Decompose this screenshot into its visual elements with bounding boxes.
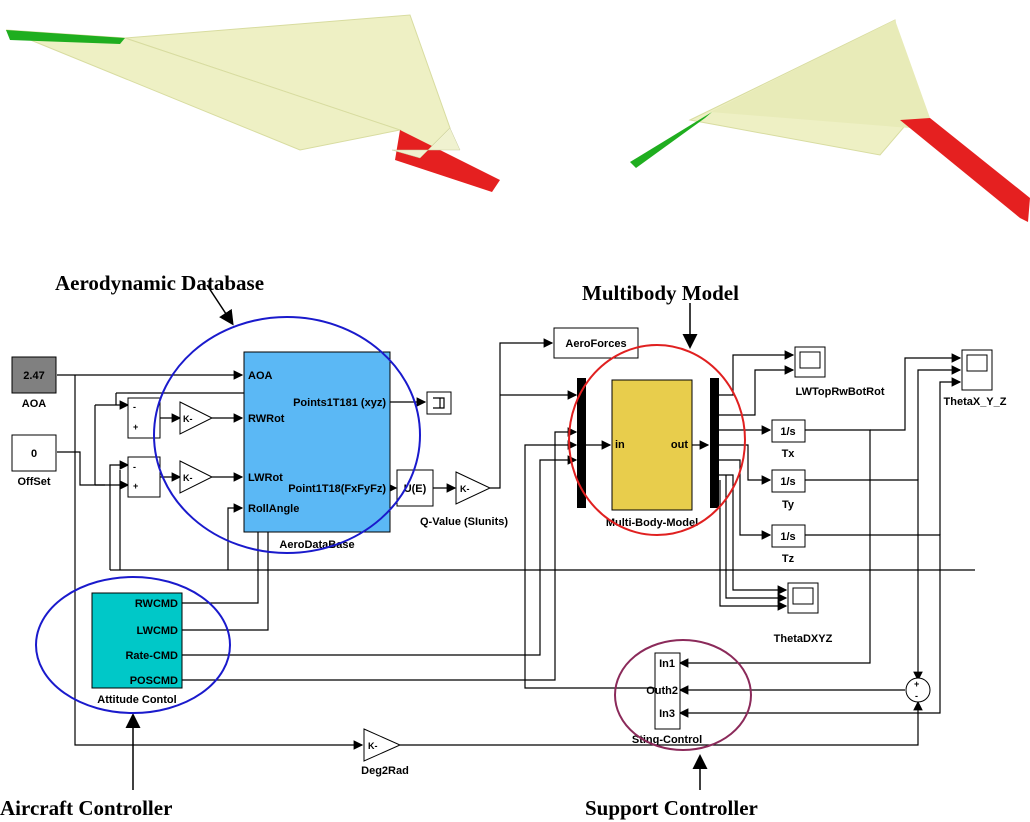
mbm-out-label: out xyxy=(671,439,688,451)
q-value-gain-block[interactable]: K- Q-Value (SIunits) xyxy=(420,471,508,528)
selector-label: U(E) xyxy=(404,483,427,495)
selector-block[interactable]: U(E) xyxy=(396,469,434,507)
wing-illustration-right xyxy=(630,19,1030,222)
sting-control-block[interactable]: In1 Outh2 In3 Sting-Control xyxy=(632,652,702,746)
aerodatabase-block[interactable]: AOA RWRot LWRot RollAngle Points1T181 (x… xyxy=(243,351,391,551)
integrator-tx-caption: Tx xyxy=(782,448,796,460)
scope-thetad-block[interactable]: ThetaDXYZ xyxy=(774,582,833,645)
attitude-caption: Attitude Contol xyxy=(97,694,176,706)
offset-caption: OffSet xyxy=(18,476,51,488)
aerodb-out-points: Points1T181 (xyz) xyxy=(293,397,386,409)
sum2-plus: + xyxy=(133,481,138,491)
terminator-block[interactable] xyxy=(426,391,452,415)
deg2rad-gain-block[interactable]: K- Deg2Rad xyxy=(361,728,409,777)
integrator-tx-label: 1/s xyxy=(780,426,795,438)
scope-theta-caption: ThetaX_Y_Z xyxy=(944,396,1007,408)
scope-lw-block[interactable]: LWTopRwBotRot xyxy=(794,346,885,398)
sum3-minus: - xyxy=(915,691,918,701)
gain-block-2[interactable]: K- xyxy=(179,460,214,494)
sum2-minus: - xyxy=(133,462,136,472)
scope-thetad-caption: ThetaDXYZ xyxy=(774,633,833,645)
integrator-tx-block[interactable]: 1/s Tx xyxy=(771,419,806,460)
sting-port-in1: In1 xyxy=(659,658,675,670)
sum1-plus: + xyxy=(133,422,138,432)
aero-db-annotation: Aerodynamic Database xyxy=(55,271,264,295)
aerodb-out-forces: Point1T18(FxFyFz) xyxy=(288,483,386,495)
offset-value: 0 xyxy=(31,448,37,460)
aoa-caption: AOA xyxy=(22,398,47,410)
aeroforces-block[interactable]: AeroForces xyxy=(553,327,639,359)
aerodb-in-lwrot: LWRot xyxy=(248,472,283,484)
aoa-value: 2.47 xyxy=(23,370,44,382)
gain2-label: K- xyxy=(183,473,193,483)
multibody-annotation: Multibody Model xyxy=(582,281,739,305)
aero-db-arrow xyxy=(206,284,234,326)
signal-wires xyxy=(57,338,975,750)
deg2rad-gain-label: K- xyxy=(368,741,378,751)
aerodb-caption: AeroDataBase xyxy=(279,539,354,551)
sum-block-2[interactable]: - + xyxy=(127,456,161,498)
aoa-constant-block[interactable]: 2.47 AOA xyxy=(11,356,57,410)
integrator-ty-label: 1/s xyxy=(780,476,795,488)
deg2rad-caption: Deg2Rad xyxy=(361,765,409,777)
aircraft-controller-annotation: Aircraft Controller xyxy=(0,796,172,820)
attitude-port-poscmd: POSCMD xyxy=(130,675,178,687)
multibody-model-block[interactable]: in out Multi-Body-Model xyxy=(577,378,719,529)
sum-block-3[interactable]: + - xyxy=(905,677,931,703)
integrator-ty-block[interactable]: 1/s Ty xyxy=(771,469,806,511)
aero-db-highlight xyxy=(153,316,421,554)
support-controller-annotation: Support Controller xyxy=(585,796,758,820)
aerodb-in-rollangle: RollAngle xyxy=(248,503,299,515)
scope-theta-block[interactable]: ThetaX_Y_Z xyxy=(944,349,1007,408)
qvalue-caption: Q-Value (SIunits) xyxy=(420,516,508,528)
qvalue-gain-label: K- xyxy=(460,484,470,494)
integrator-tz-caption: Tz xyxy=(782,553,795,565)
multibody-highlight xyxy=(568,344,746,536)
integrator-ty-caption: Ty xyxy=(782,499,795,511)
aircraft-controller-highlight xyxy=(35,576,231,714)
sting-port-in3: In3 xyxy=(659,708,675,720)
mbm-in-label: in xyxy=(615,439,625,451)
mbm-caption: Multi-Body-Model xyxy=(606,517,698,529)
sum1-minus: - xyxy=(133,402,136,412)
support-controller-highlight xyxy=(614,639,752,751)
gain1-label: K- xyxy=(183,414,193,424)
attitude-port-lwcmd: LWCMD xyxy=(136,625,178,637)
aerodb-in-aoa: AOA xyxy=(248,370,273,382)
aerodb-in-rwrot: RWRot xyxy=(248,413,285,425)
scope-lw-caption: LWTopRwBotRot xyxy=(796,386,885,398)
wing-illustration-left xyxy=(5,14,500,192)
attitude-port-ratecmd: Rate-CMD xyxy=(125,650,178,662)
sting-port-outh2: Outh2 xyxy=(646,685,678,697)
integrator-tz-block[interactable]: 1/s Tz xyxy=(771,524,806,565)
aeroforces-label: AeroForces xyxy=(565,338,626,350)
integrator-tz-label: 1/s xyxy=(780,531,795,543)
offset-constant-block[interactable]: 0 OffSet xyxy=(11,434,57,488)
gain-block-1[interactable]: K- xyxy=(179,401,214,435)
attitude-control-block[interactable]: RWCMD LWCMD Rate-CMD POSCMD Attitude Con… xyxy=(91,592,183,706)
sum3-plus: + xyxy=(914,679,919,689)
attitude-port-rwcmd: RWCMD xyxy=(135,598,178,610)
